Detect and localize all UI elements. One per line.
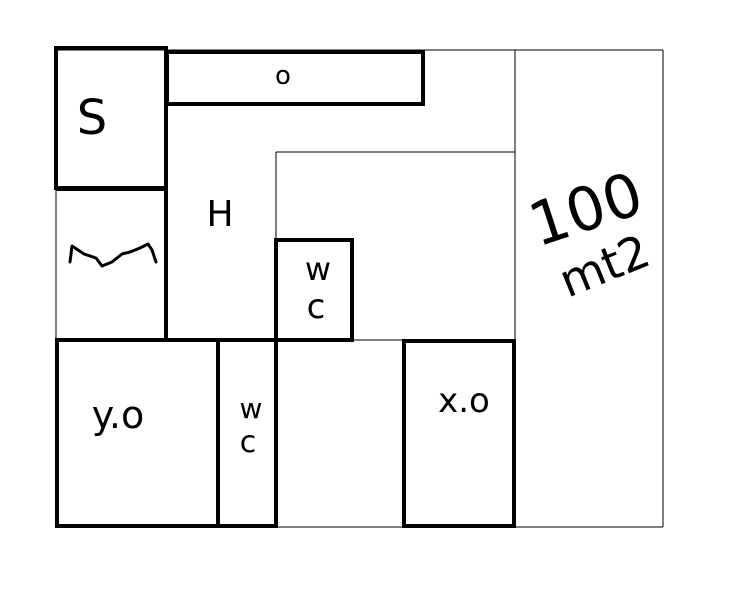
room-wc-lower [216, 338, 278, 528]
label-y-o: y.o [92, 393, 144, 437]
room-wc-upper [274, 238, 354, 342]
squiggle-mark [68, 242, 158, 268]
label-wc-upper-c: c [307, 287, 326, 327]
label-wc-lower-w: w [240, 392, 263, 425]
room-o [165, 50, 425, 106]
label-h: H [206, 194, 233, 235]
label-x-o: x.o [438, 381, 490, 421]
label-s: S [77, 90, 107, 146]
room-squiggle [56, 187, 168, 340]
label-o: o [275, 61, 291, 91]
room-x-o [402, 339, 516, 528]
room-s [54, 46, 168, 190]
label-wc-lower-c: c [240, 425, 257, 460]
label-wc-upper-w: w [305, 250, 331, 288]
